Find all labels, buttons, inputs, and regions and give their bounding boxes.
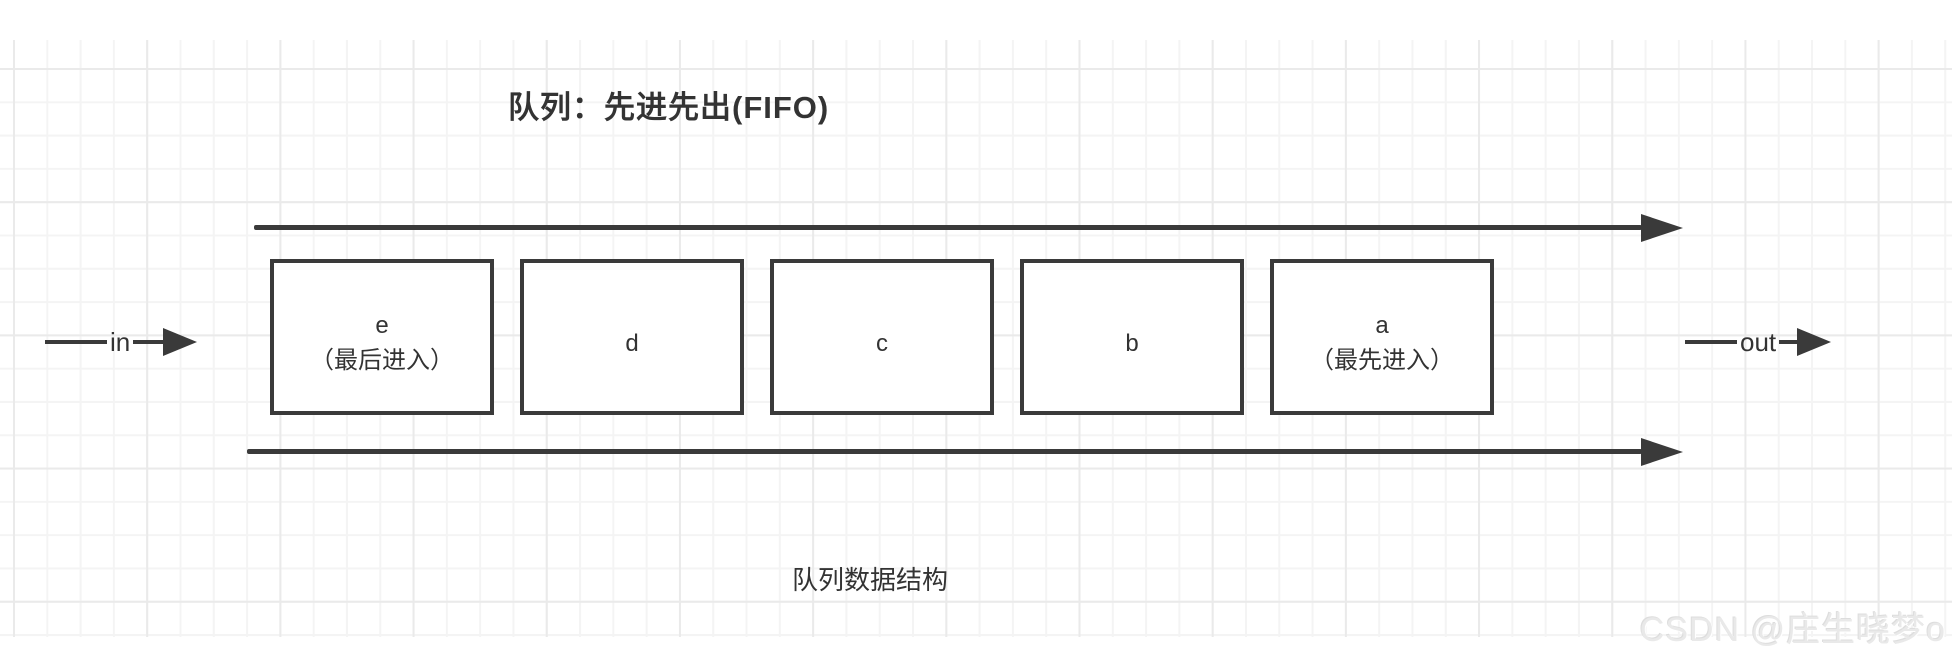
queue-item-label: d xyxy=(625,329,639,357)
out-connector: out xyxy=(1685,321,1832,363)
queue-item-label: c xyxy=(876,329,888,357)
out-label: out xyxy=(1740,326,1777,357)
queue-item-box-d: d xyxy=(520,259,744,415)
in-arrow-head-icon xyxy=(163,328,198,356)
top-flow-arrow-head-icon xyxy=(1641,214,1683,242)
queue-item-sublabel: （最先进入） xyxy=(1310,347,1454,374)
queue-item-label: e xyxy=(375,312,389,340)
diagram-title: 队列：先进先出(FIFO) xyxy=(508,90,830,125)
queue-item-label: b xyxy=(1125,329,1139,357)
in-line xyxy=(133,340,164,344)
queue-item-box-e: e （最后进入） xyxy=(270,259,494,415)
out-line xyxy=(1685,340,1737,344)
in-line xyxy=(45,340,107,344)
in-connector: in xyxy=(45,321,198,363)
bottom-flow-arrow-line xyxy=(247,449,1642,454)
queue-item-box-a: a （最先进入） xyxy=(1270,259,1494,415)
in-label: in xyxy=(110,326,131,357)
queue-item-sublabel: （最后进入） xyxy=(310,347,454,374)
top-flow-arrow-line xyxy=(254,225,1642,230)
queue-item-box-c: c xyxy=(770,259,994,415)
bottom-flow-arrow-head-icon xyxy=(1641,438,1683,466)
out-arrow-head-icon xyxy=(1797,328,1832,356)
diagram-caption: 队列数据结构 xyxy=(792,565,949,595)
out-line xyxy=(1779,340,1798,344)
queue-item-label: a xyxy=(1375,312,1389,340)
csdn-watermark: CSDN @庄生晓梦o xyxy=(1639,611,1946,649)
queue-item-box-b: b xyxy=(1020,259,1244,415)
